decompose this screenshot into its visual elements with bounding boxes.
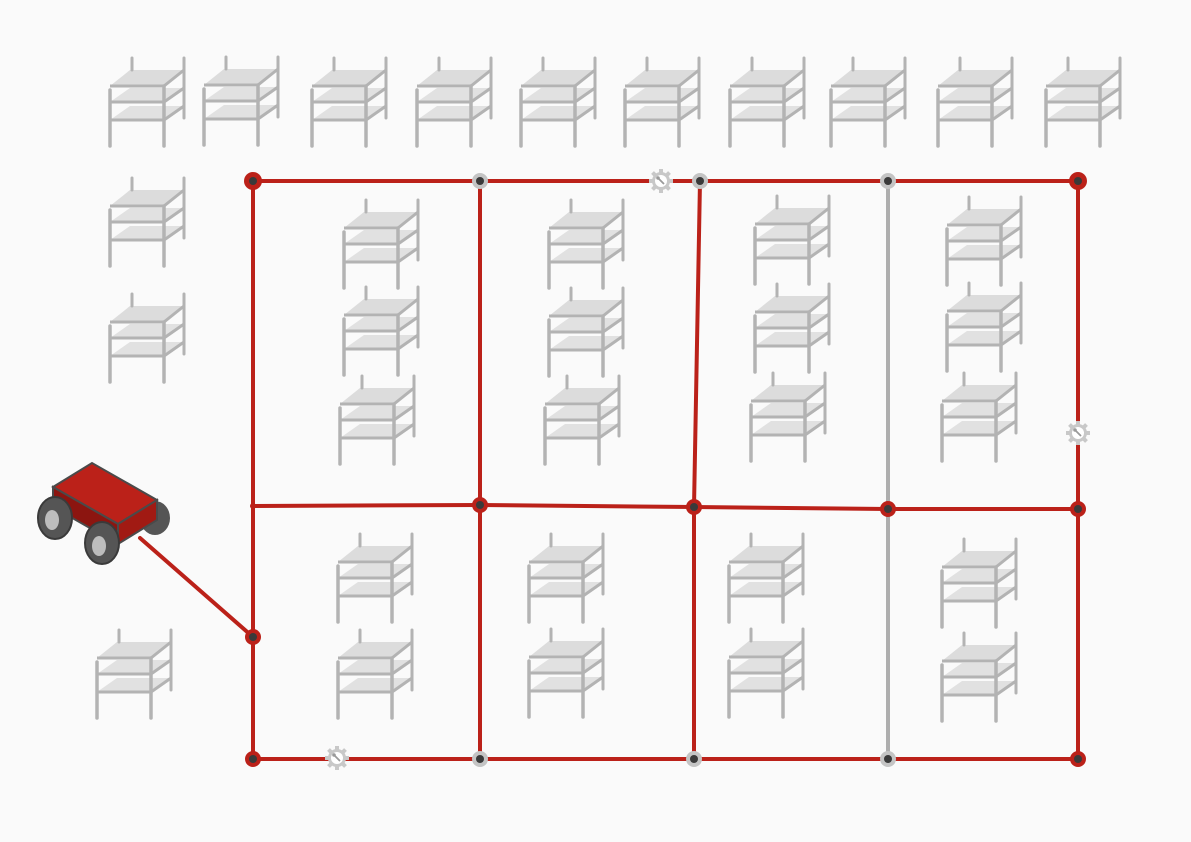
storage-shelf-icon	[753, 282, 831, 374]
maintenance-gear-icon	[1065, 420, 1091, 446]
junction-node-icon	[245, 629, 261, 645]
active-route-edge	[138, 536, 255, 639]
junction-node-icon	[1070, 751, 1086, 767]
storage-shelf-icon	[727, 627, 805, 719]
storage-shelf-icon	[728, 56, 806, 148]
storage-shelf-icon	[936, 56, 1014, 148]
storage-shelf-icon	[829, 56, 907, 148]
storage-shelf-icon	[338, 374, 416, 466]
storage-shelf-icon	[547, 198, 625, 290]
storage-shelf-icon	[940, 537, 1018, 629]
junction-node-icon	[472, 751, 488, 767]
storage-shelf-icon	[310, 56, 388, 148]
storage-shelf-icon	[415, 56, 493, 148]
maintenance-gear-icon	[648, 168, 674, 194]
storage-shelf-icon	[519, 56, 597, 148]
junction-node-icon	[686, 751, 702, 767]
junction-node-icon	[1070, 501, 1086, 517]
maintenance-gear-icon	[324, 745, 350, 771]
storage-shelf-icon	[940, 371, 1018, 463]
storage-shelf-icon	[945, 281, 1023, 373]
storage-shelf-icon	[527, 627, 605, 719]
storage-shelf-icon	[108, 56, 186, 148]
route-edges-layer	[138, 179, 1080, 761]
storage-shelf-icon	[95, 628, 173, 720]
shelf-layer	[95, 55, 1122, 723]
active-route-edge	[251, 503, 482, 508]
junction-node-icon	[472, 497, 488, 513]
junction-node-icon	[880, 173, 896, 189]
junction-node-icon	[250, 503, 256, 509]
storage-shelf-icon	[342, 285, 420, 377]
storage-shelf-icon	[527, 532, 605, 624]
delivery-robot-icon	[37, 461, 170, 565]
storage-shelf-icon	[543, 374, 621, 466]
storage-shelf-icon	[945, 195, 1023, 287]
storage-shelf-icon	[108, 292, 186, 384]
active-route-edge	[692, 505, 890, 511]
storage-shelf-icon	[108, 176, 186, 268]
route-nodes-layer	[244, 172, 1087, 767]
junction-node-icon	[880, 751, 896, 767]
junction-node-icon	[1069, 172, 1087, 190]
storage-shelf-icon	[1044, 56, 1122, 148]
storage-shelf-icon	[623, 56, 701, 148]
active-route-edge	[478, 503, 696, 509]
storage-shelf-icon	[749, 371, 827, 463]
active-route-edge	[692, 179, 702, 509]
storage-shelf-icon	[336, 628, 414, 720]
junction-node-icon	[245, 751, 261, 767]
storage-shelf-icon	[753, 194, 831, 286]
junction-node-icon	[686, 499, 702, 515]
storage-shelf-icon	[727, 532, 805, 624]
storage-shelf-icon	[202, 55, 280, 147]
junction-node-icon	[244, 172, 262, 190]
storage-shelf-icon	[336, 532, 414, 624]
storage-shelf-icon	[940, 631, 1018, 723]
storage-shelf-icon	[547, 286, 625, 378]
junction-node-icon	[692, 173, 708, 189]
junction-node-icon	[880, 501, 896, 517]
junction-node-icon	[472, 173, 488, 189]
storage-shelf-icon	[342, 198, 420, 290]
